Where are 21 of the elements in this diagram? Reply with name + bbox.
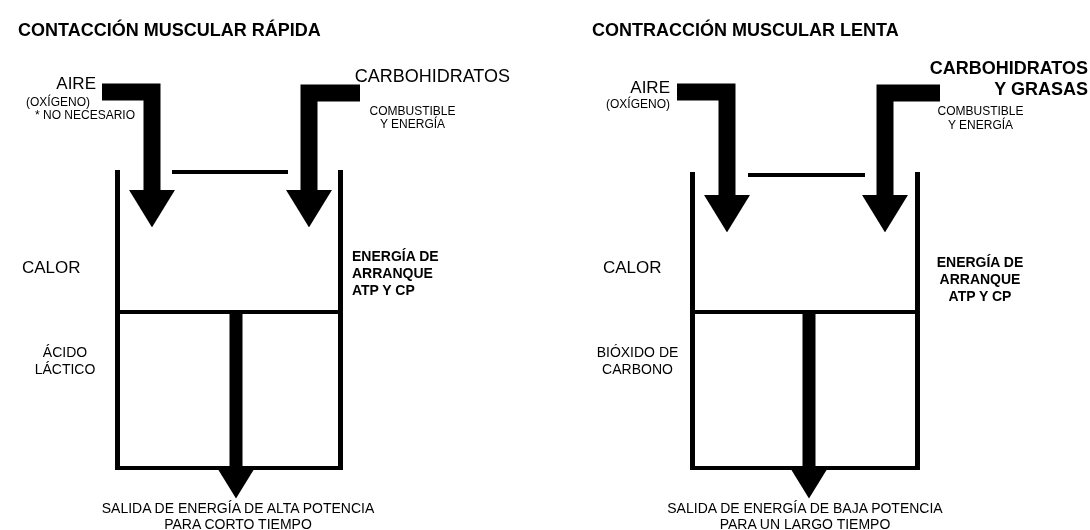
byproduct-label: BIÓXIDO DE CARBONO [595,344,680,378]
cylinder-drawing [690,172,920,470]
panel-heading: CONTACCIÓN MUSCULAR RÁPIDA [18,20,322,42]
fuel-label: CARBOHIDRATOS Y GRASAS [928,58,1088,100]
fuel-note: COMBUSTIBLE Y ENERGÍA [936,103,1025,133]
fuel-note: COMBUSTIBLE Y ENERGÍA [368,102,457,133]
footnote: * NO NECESARIO [34,109,136,124]
inlet-label: AIRE [55,74,97,94]
inlet-note: (OXÍGENO) [605,97,670,112]
heat-label: CALOR [22,258,82,279]
inlet-note: (OXÍGENO) [25,93,91,110]
energy-label: ENERGÍA DE ARRANQUE ATP Y CP [935,254,1025,305]
panel-heading: CONTRACCIÓN MUSCULAR LENTA [592,20,900,42]
output-label: SALIDA DE ENERGÍA DE BAJA POTENCIA PARA UN LARGO TIEMPO [660,500,950,530]
inlet-label: AIRE [630,78,670,97]
energy-label: ENERGÍA DE ARRANQUE ATP Y CP [352,248,440,299]
byproduct-label: ÁCIDO LÁCTICO [33,344,97,378]
heat-label: CALOR [603,258,663,279]
fuel-label: CARBOHIDRATOS [353,66,510,87]
output-label: SALIDA DE ENERGÍA DE ALTA POTENCIA PARA CORTO TIEMPO [98,500,378,530]
cylinder-drawing [115,170,343,470]
